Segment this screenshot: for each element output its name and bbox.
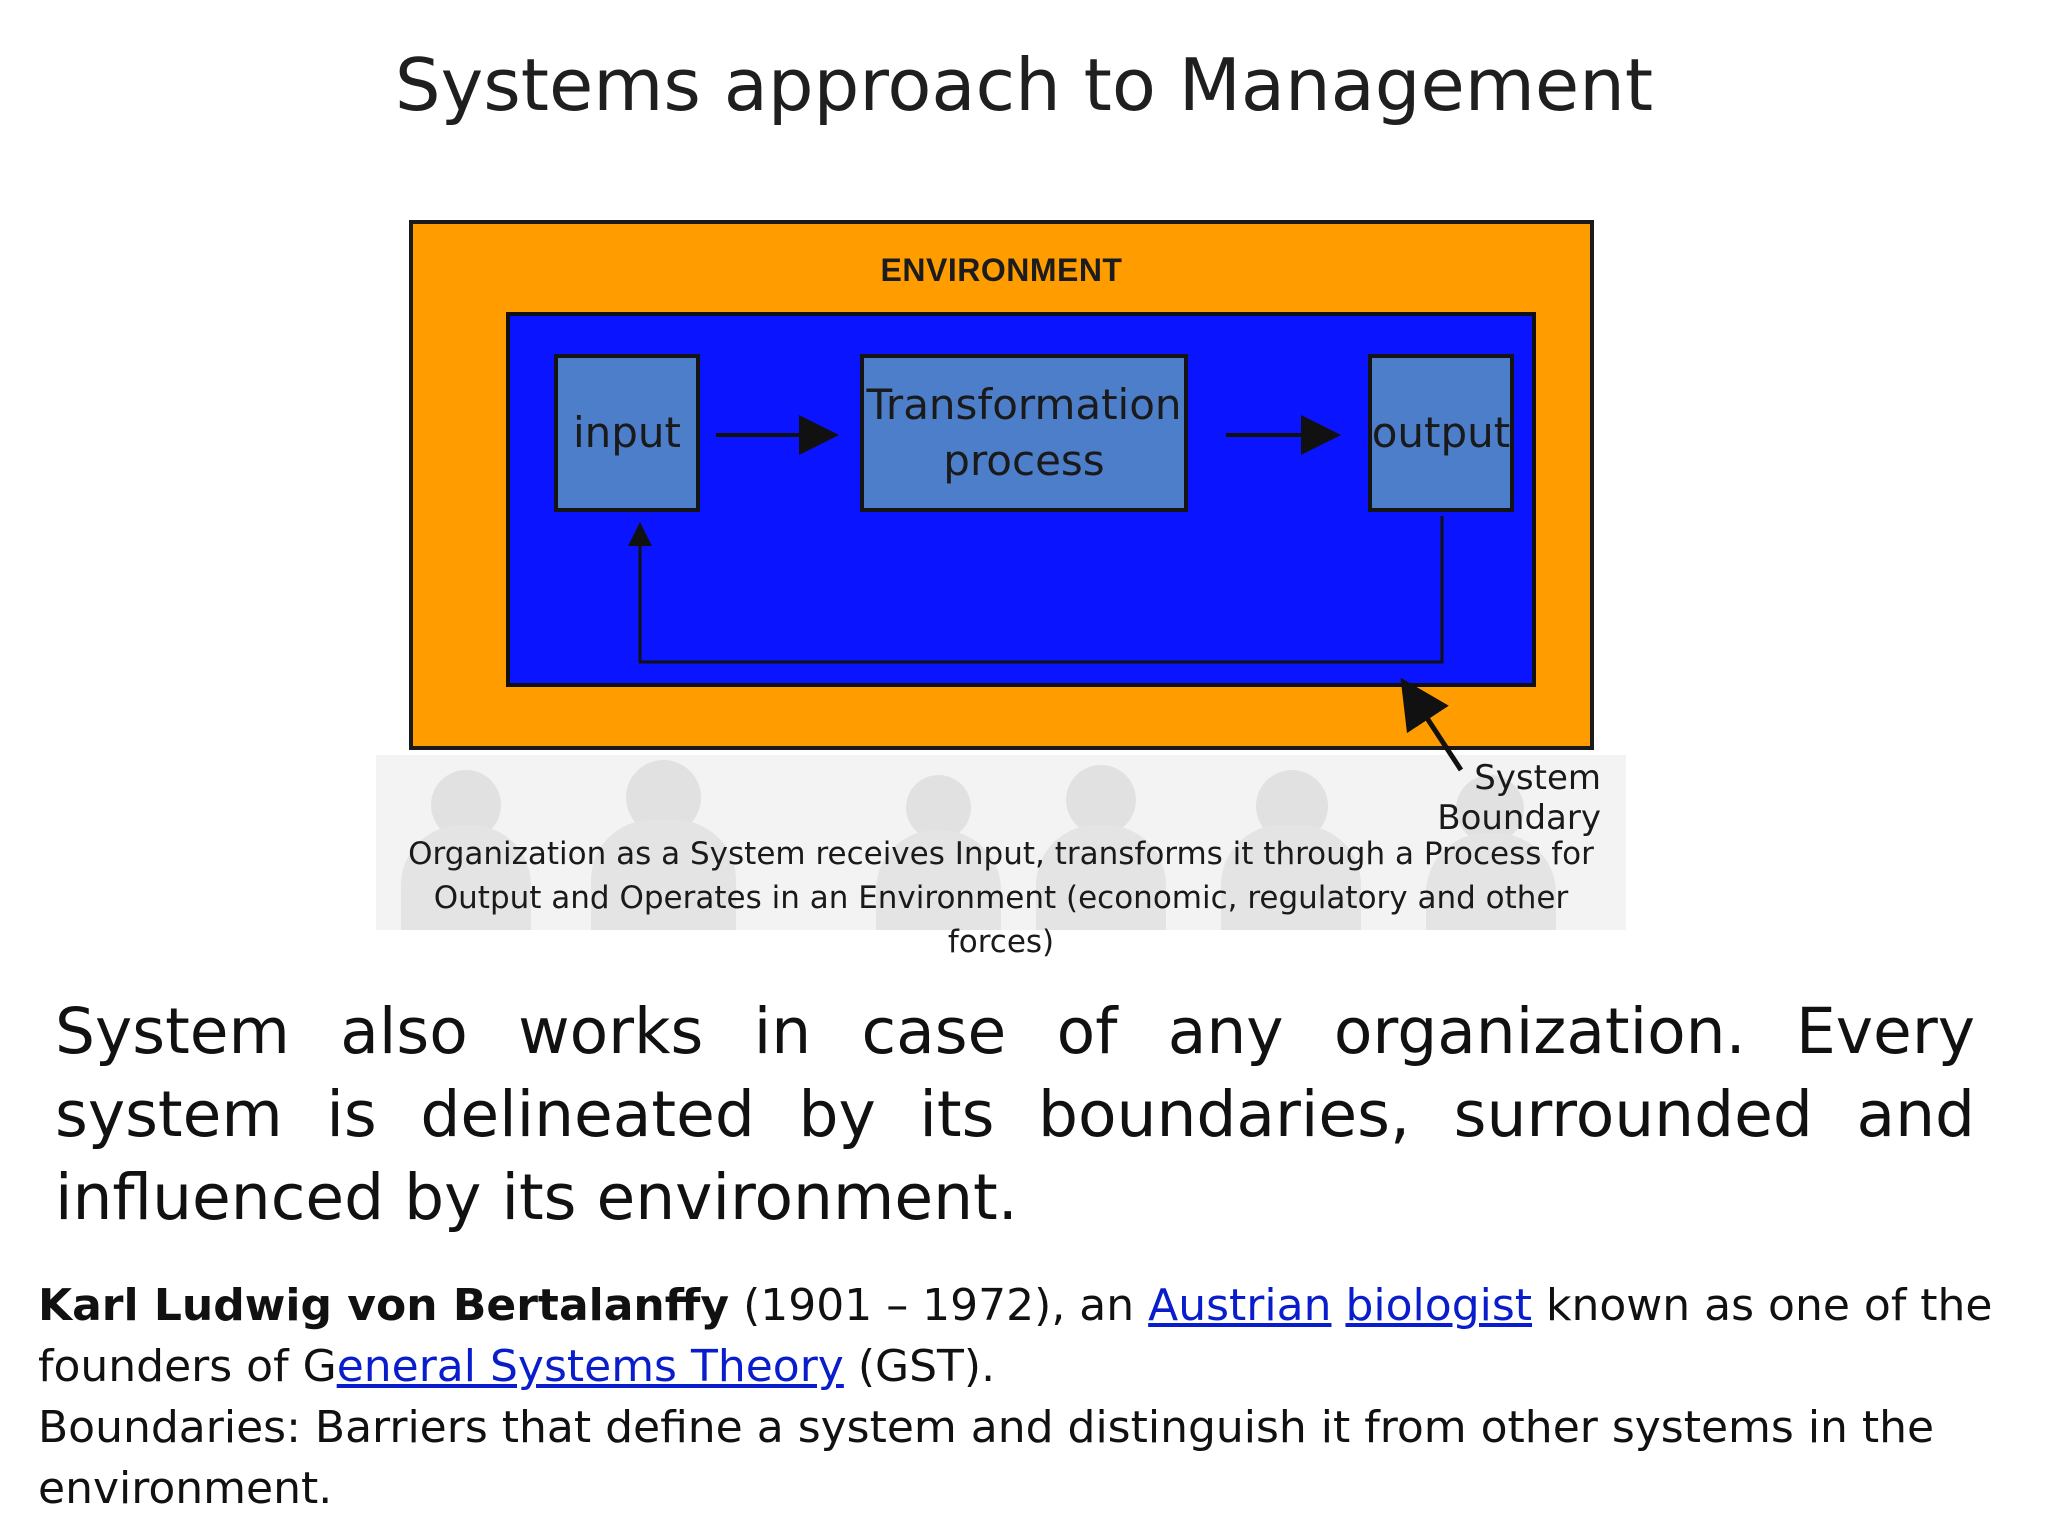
- bio-space: [1331, 1280, 1345, 1331]
- bertalanffy-name: Karl Ludwig von Bertalanffy: [38, 1280, 730, 1331]
- environment-label: ENVIRONMENT: [880, 252, 1123, 288]
- biologist-link[interactable]: biologist: [1345, 1280, 1533, 1331]
- input-node: input: [554, 354, 700, 512]
- output-node: output: [1368, 354, 1514, 512]
- input-label: input: [572, 408, 682, 457]
- slide-title: Systems approach to Management: [394, 43, 1654, 127]
- general-systems-theory-link[interactable]: eneral Systems Theory: [336, 1341, 844, 1392]
- austrian-link[interactable]: Austrian: [1148, 1280, 1332, 1331]
- crowd-background-image: [376, 755, 1626, 930]
- output-label: output: [1371, 408, 1511, 457]
- system-box: input Transformation process output: [506, 312, 1536, 687]
- gst-suffix: (GST).: [843, 1341, 996, 1392]
- bio-tail: known as one of the founders of G: [38, 1280, 1993, 1392]
- boundaries-definition: Boundaries: Barriers that define a syste…: [38, 1402, 1935, 1514]
- feedback-loop-line: [628, 516, 1444, 664]
- transformation-process-label: Transformation process: [866, 380, 1182, 485]
- systems-diagram: ENVIRONMENT input Transformation process…: [376, 210, 1626, 960]
- diagram-connectors: [628, 415, 1464, 772]
- transformation-process-node: Transformation process: [860, 354, 1188, 512]
- system-boundary-label: System Boundary: [1437, 758, 1601, 838]
- bertalanffy-note: Karl Ludwig von Bertalanffy (1901 – 1972…: [38, 1275, 2028, 1519]
- diagram-caption: Organization as a System receives Input,…: [408, 836, 1594, 960]
- body-paragraph: System also works in case of any organiz…: [55, 995, 1975, 1234]
- system-boundary-pointer: [1400, 677, 1464, 772]
- bio-years: (1901 – 1972), an: [729, 1280, 1149, 1331]
